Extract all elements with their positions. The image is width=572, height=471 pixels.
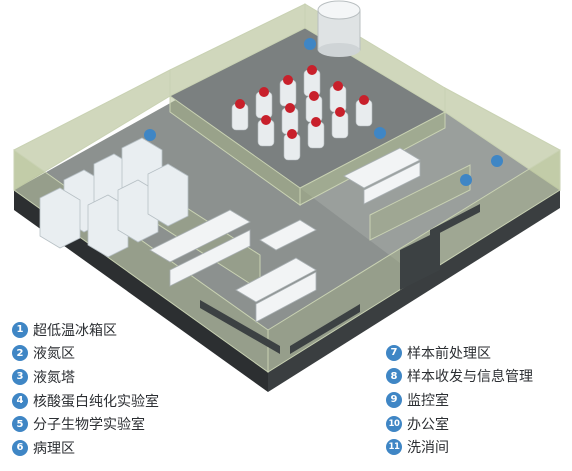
numbered-circle-icon: 6 — [12, 439, 28, 456]
legend-item-label: 液氮区 — [33, 346, 75, 363]
numbered-circle-icon: 9 — [386, 391, 402, 408]
legend-item: 4 核酸蛋白纯化实验室 — [12, 389, 159, 413]
nitrogen-tanks — [231, 65, 373, 161]
legend-item: 6 病理区 — [12, 436, 159, 460]
numbered-circle-icon: 7 — [386, 344, 402, 361]
legend-item: 11 洗消间 — [386, 435, 533, 459]
plan-room-markers — [144, 38, 503, 186]
legend-item: 1 超低温冰箱区 — [12, 318, 159, 342]
legend-left-column: 1 超低温冰箱区 2 液氮区 3 液氮塔 4 核酸蛋白纯化实验室 5 分子生物学实验室 6… — [12, 318, 159, 460]
legend-item-label: 监控室 — [407, 392, 449, 409]
legend-item-label: 样本收发与信息管理 — [407, 369, 533, 386]
legend-item-label: 液氮塔 — [33, 369, 75, 386]
numbered-circle-icon: 1 — [12, 321, 28, 338]
legend-right-column: 7 样本前处理区 8 样本收发与信息管理 9 监控室 10 办公室 11 洗消间 — [386, 341, 533, 459]
lab-benches — [149, 147, 421, 323]
legend-item-label: 办公室 — [407, 416, 449, 433]
numbered-circle-icon: 4 — [12, 392, 28, 409]
building-base-right-wall — [268, 190, 560, 392]
legend-item-label: 病理区 — [33, 440, 75, 457]
legend-item: 10 办公室 — [386, 412, 533, 436]
building-base-left-wall — [14, 190, 268, 392]
legend-item: 7 样本前处理区 — [386, 341, 533, 365]
legend-item: 9 监控室 — [386, 388, 533, 412]
numbered-circle-icon: 10 — [386, 415, 402, 432]
ultra-low-freezers — [39, 137, 189, 258]
numbered-circle-icon: 11 — [386, 439, 402, 456]
numbered-circle-icon: 3 — [12, 368, 28, 385]
liquid-nitrogen-tower — [317, 0, 361, 57]
legend-item-label: 超低温冰箱区 — [33, 322, 117, 339]
legend-item: 8 样本收发与信息管理 — [386, 365, 533, 389]
numbered-circle-icon: 8 — [386, 368, 402, 385]
right-rooms-floor — [300, 112, 560, 278]
numbered-circle-icon: 2 — [12, 345, 28, 362]
legend-item: 2 液氮区 — [12, 342, 159, 366]
legend-item-label: 洗消间 — [407, 440, 449, 457]
legend-item: 5 分子生物学实验室 — [12, 412, 159, 436]
legend-item: 3 液氮塔 — [12, 365, 159, 389]
dark-counters — [200, 204, 480, 354]
legend-item-label: 分子生物学实验室 — [33, 417, 145, 434]
legend-item-label: 核酸蛋白纯化实验室 — [33, 393, 159, 410]
legend-item-label: 样本前处理区 — [407, 345, 491, 362]
numbered-circle-icon: 5 — [12, 416, 28, 433]
